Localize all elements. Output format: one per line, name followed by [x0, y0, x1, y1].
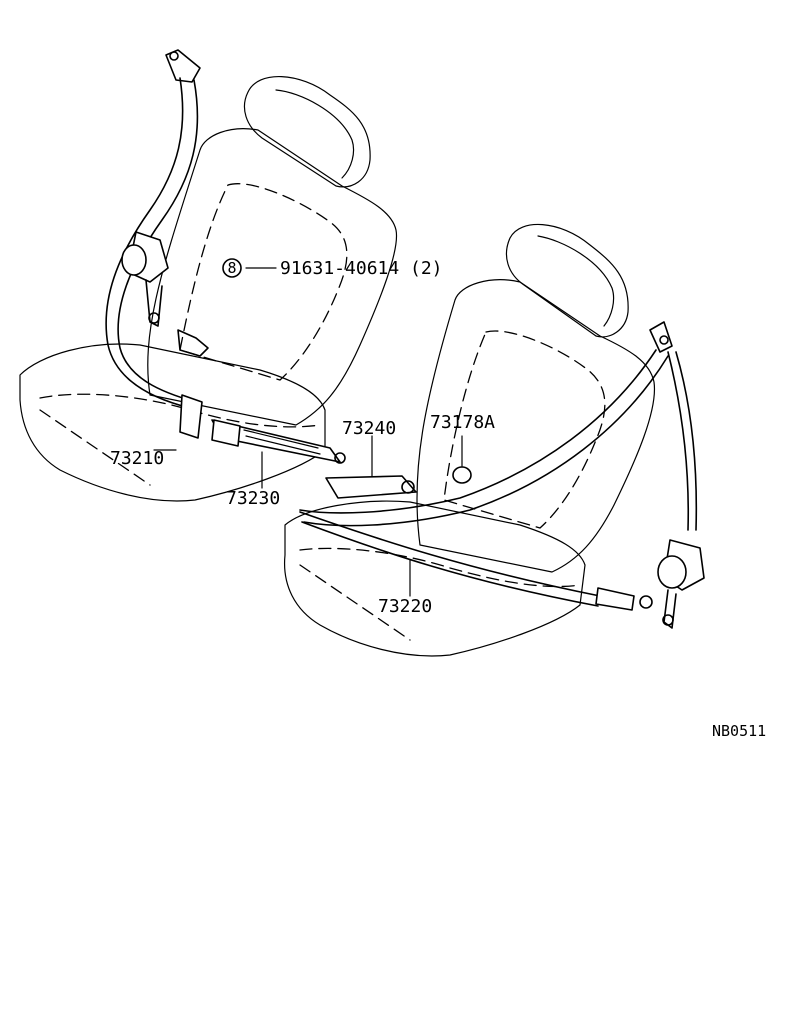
cap-73178a — [452, 466, 472, 484]
left-seat-cushion — [19, 343, 326, 502]
callout-leaders — [153, 267, 463, 597]
left-seat-belt-73210 — [105, 49, 209, 439]
right-seat-back — [416, 279, 656, 573]
label-73178a: 73178A — [430, 412, 495, 433]
left-upper-anchor — [165, 49, 201, 83]
figure-code: NB0511 — [712, 722, 766, 740]
left-seat — [19, 75, 398, 502]
left-buckle-73230 — [211, 419, 346, 464]
left-seat-back — [147, 128, 398, 426]
label-73210: 73210 — [110, 448, 164, 469]
left-seat-headrest — [243, 75, 371, 188]
bolt-callout: 8 91631-40614 (2) — [222, 258, 443, 279]
label-73220: 73220 — [378, 596, 432, 617]
tongue-plate-73240 — [325, 475, 417, 499]
bolt-ref-number: 8 — [227, 259, 236, 277]
label-73240: 73240 — [342, 418, 396, 439]
bolt-ref-circle — [222, 258, 242, 278]
right-seat-headrest — [505, 223, 629, 338]
label-73230: 73230 — [226, 488, 280, 509]
right-seat — [283, 223, 656, 657]
right-seat-belt-73220 — [299, 321, 705, 629]
bolt-quantity: (2) — [410, 258, 443, 279]
bolt-part-number: 91631-40614 — [280, 258, 399, 279]
right-seat-cushion — [283, 500, 586, 657]
